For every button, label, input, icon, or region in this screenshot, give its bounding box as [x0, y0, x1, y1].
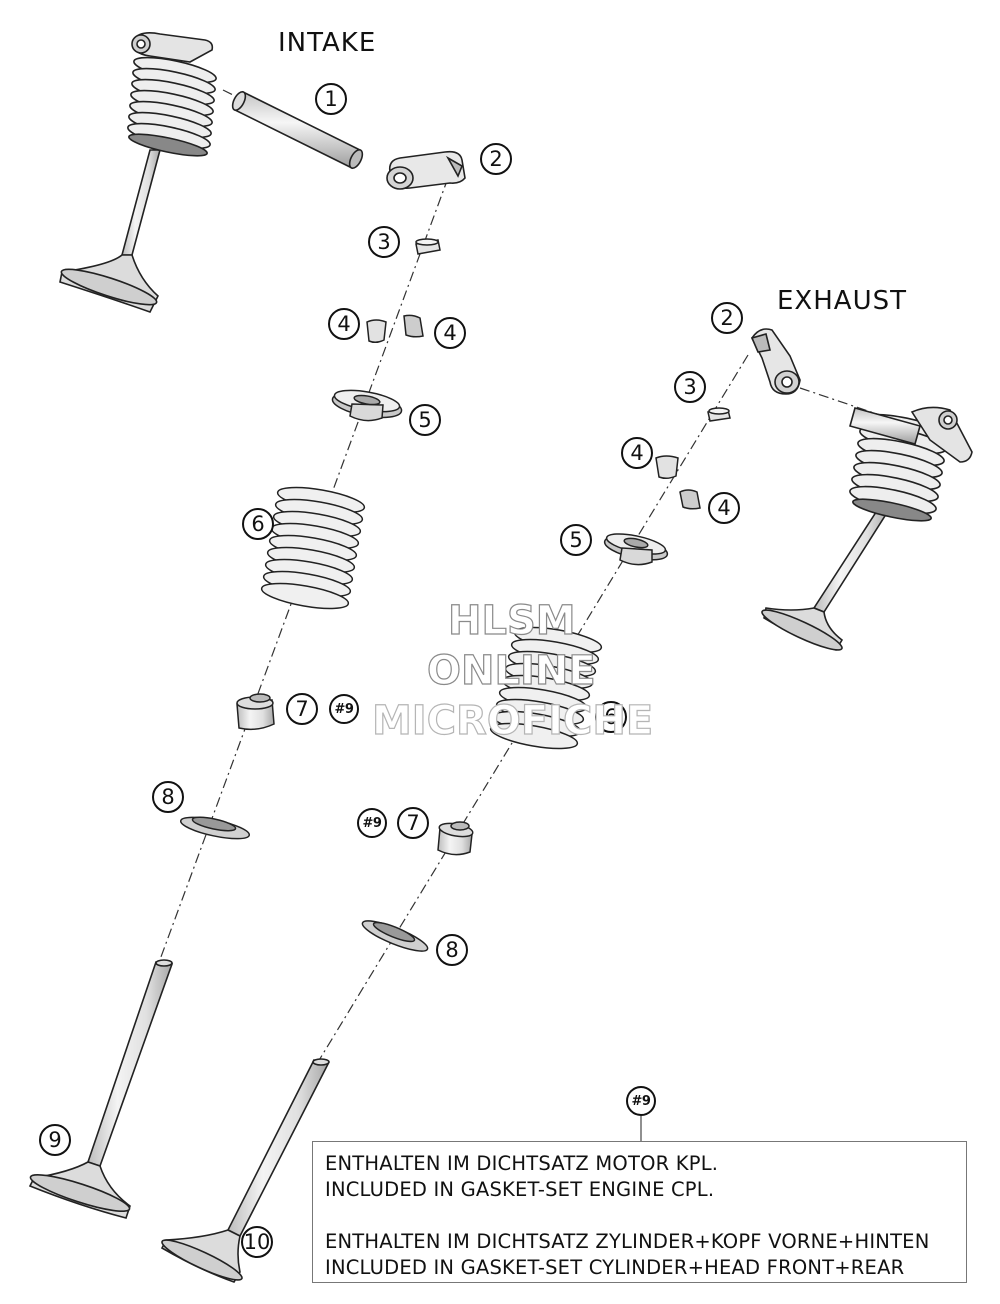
callout-e2: 2 [711, 302, 743, 334]
callout-e6: 6 [595, 701, 627, 733]
gasket-set-note: ENTHALTEN IM DICHTSATZ MOTOR KPL. INCLUD… [312, 1141, 967, 1283]
part-exhaust-valve [160, 1058, 330, 1283]
callout-e7n: #9 [357, 808, 387, 838]
part-shim-intake [415, 238, 441, 255]
note-line-de-2: ENTHALTEN IM DICHTSATZ ZYLINDER+KOPF VOR… [325, 1230, 930, 1253]
callout-i6: 6 [242, 508, 274, 540]
part-valve-stem-seal-exhaust [437, 821, 474, 856]
callout-i2: 2 [480, 143, 512, 175]
watermark-line-2: ONLINE [426, 647, 596, 694]
callout-e3: 3 [674, 371, 706, 403]
callout-i9: 9 [39, 1124, 71, 1156]
note-line-en-1: INCLUDED IN GASKET-SET ENGINE CPL. [325, 1178, 715, 1201]
part-valve-keepers-exhaust [655, 455, 701, 510]
callout-i5: 5 [409, 404, 441, 436]
watermark-line-1: HLSM [447, 597, 576, 644]
note-line-en-2: INCLUDED IN GASKET-SET CYLINDER+HEAD FRO… [325, 1256, 905, 1279]
exhaust-title: EXHAUST [777, 286, 907, 316]
callout-e8: 8 [436, 934, 468, 966]
part-valve-spring-exhaust [489, 626, 603, 750]
callout-i1: 1 [315, 83, 347, 115]
callout-i7n: #9 [329, 694, 359, 724]
part-valve-keepers-intake [366, 314, 424, 344]
intake-assembled-valve [59, 32, 217, 313]
part-spring-seat-intake [179, 816, 251, 840]
part-intake-valve [28, 959, 174, 1219]
note-line-de-1: ENTHALTEN IM DICHTSATZ MOTOR KPL. [325, 1152, 719, 1175]
part-shim-exhaust [707, 407, 731, 422]
callout-i8: 8 [152, 781, 184, 813]
part-rocker-arm-intake [386, 150, 466, 190]
callout-i4b: 4 [434, 317, 466, 349]
part-valve-spring-intake [260, 486, 366, 610]
part-rocker-arm-exhaust [750, 328, 801, 395]
part-rocker-shaft-intake [231, 90, 364, 170]
part-spring-retainer-exhaust [603, 533, 669, 566]
callout-e4b: 4 [708, 492, 740, 524]
part-spring-retainer-intake [331, 389, 403, 422]
callout-e5: 5 [560, 524, 592, 556]
callout-i4a: 4 [328, 308, 360, 340]
exhaust-assembled-valve [761, 406, 973, 651]
watermark-line-3: MICROFICHE [371, 697, 654, 744]
callout-e10: 10 [241, 1226, 273, 1258]
part-valve-stem-seal-intake [236, 693, 275, 731]
callout-i7: 7 [286, 693, 318, 725]
callout-ref: #9 [626, 1086, 656, 1116]
part-spring-seat-exhaust [361, 920, 429, 952]
callout-e4a: 4 [621, 437, 653, 469]
callout-i3: 3 [368, 226, 400, 258]
intake-title: INTAKE [278, 28, 377, 58]
callout-e7: 7 [397, 807, 429, 839]
